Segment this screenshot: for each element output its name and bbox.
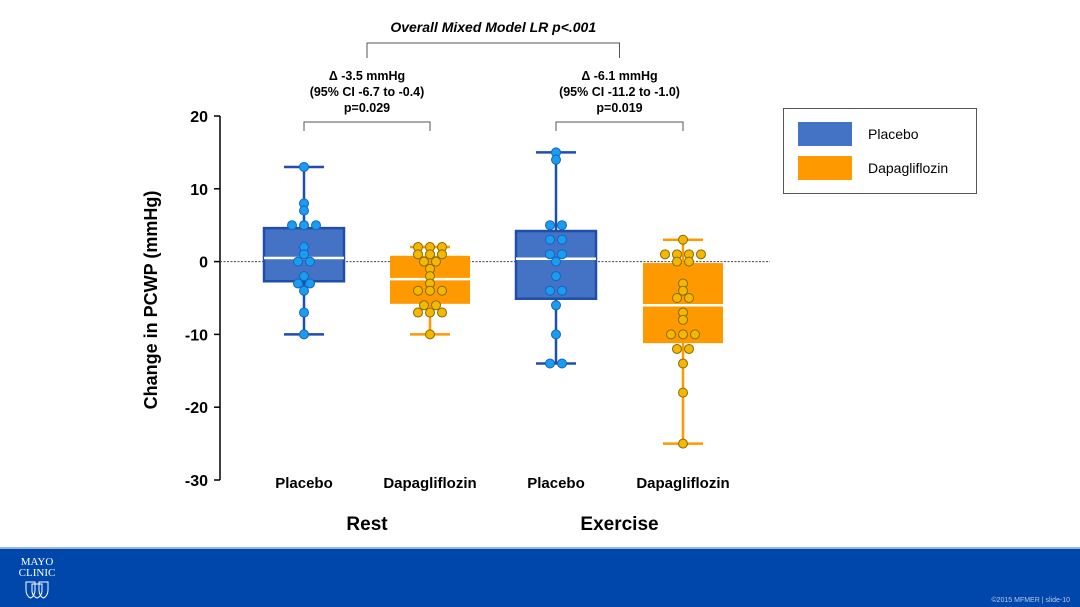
group-label: Dapagliflozin [383, 475, 476, 492]
data-point [678, 285, 688, 296]
data-point [287, 220, 297, 231]
data-point [557, 358, 567, 369]
group-label: Placebo [527, 475, 585, 492]
group-label: Dapagliflozin [636, 475, 729, 492]
group-label: Placebo [275, 475, 333, 492]
data-point [437, 285, 447, 296]
comparison-annotation: Δ -3.5 mmHg [329, 69, 405, 83]
data-point [299, 220, 309, 231]
data-point [551, 300, 561, 311]
data-point [545, 358, 555, 369]
data-point [666, 329, 676, 340]
data-point [678, 358, 688, 369]
data-point [299, 307, 309, 318]
data-point [672, 256, 682, 267]
legend-swatch-dapagliflozin [798, 156, 852, 180]
data-point [425, 329, 435, 340]
logo-line1: MAYO [20, 556, 54, 568]
data-point [551, 154, 561, 165]
box-plot-chart: 20 10 0 -10 -20 -30 Change in PCWP (mmHg) Place… [141, 19, 770, 535]
data-point [545, 234, 555, 245]
data-point [299, 285, 309, 296]
data-point [437, 249, 447, 260]
comparison-annotation: Δ -6.1 mmHg [581, 69, 657, 83]
comparison-bracket [303, 121, 431, 131]
y-tick-label: -10 [185, 327, 208, 344]
y-tick-label: -20 [185, 400, 208, 417]
data-point [293, 256, 303, 267]
legend-item-dapagliflozin: Dapagliflozin [798, 156, 948, 180]
logo-line2: CLINIC [18, 567, 56, 579]
data-point [557, 234, 567, 245]
data-point [413, 307, 423, 318]
data-point [551, 271, 561, 282]
comparison-annotation: p=0.029 [344, 101, 390, 115]
y-axis-label: Change in PCWP (mmHg) [141, 191, 161, 410]
data-point [431, 300, 441, 311]
chart-title: Overall Mixed Model LR p<.001 [390, 19, 596, 35]
y-tick-label: 0 [199, 255, 208, 272]
data-point [299, 249, 309, 260]
legend-label-dapagliflozin: Dapagliflozin [868, 160, 949, 176]
condition-label: Rest [346, 514, 388, 535]
data-point [305, 278, 315, 289]
data-point [690, 329, 700, 340]
data-point [678, 314, 688, 325]
data-point [305, 256, 315, 267]
shields-icon [25, 581, 49, 599]
legend: Placebo Dapagliflozin [783, 108, 977, 194]
data-point [551, 256, 561, 267]
data-point [551, 329, 561, 340]
comparison-annotation: (95% CI -6.7 to -0.4) [310, 85, 425, 99]
data-point [672, 343, 682, 354]
data-point [672, 293, 682, 303]
mayo-clinic-logo: MAYO CLINIC [12, 557, 62, 599]
comparison-annotation: p=0.019 [596, 101, 642, 115]
y-tick-label: -30 [185, 473, 208, 490]
data-point [437, 307, 447, 318]
data-point [311, 220, 321, 231]
data-point [678, 438, 688, 449]
data-point [425, 285, 435, 296]
data-point [419, 300, 429, 311]
data-point [696, 249, 706, 260]
data-point [545, 249, 555, 260]
data-point [678, 387, 688, 398]
data-point [557, 220, 567, 231]
legend-label-placebo: Placebo [868, 126, 919, 142]
y-tick-label: 10 [190, 182, 208, 199]
data-point [660, 249, 670, 260]
data-point [684, 256, 694, 267]
data-point [299, 205, 309, 216]
legend-item-placebo: Placebo [798, 122, 919, 146]
data-point [293, 278, 303, 289]
footer-bar: MAYO CLINIC ©2015 MFMER | slide-10 [0, 547, 1080, 607]
data-point [557, 249, 567, 260]
data-point [425, 307, 435, 318]
data-point [678, 234, 688, 245]
y-tick-label: 20 [190, 109, 208, 126]
slide-number: ©2015 MFMER | slide-10 [991, 597, 1070, 604]
data-point [684, 343, 694, 354]
data-point [678, 329, 688, 340]
data-point [299, 329, 309, 340]
legend-swatch-placebo [798, 122, 852, 146]
data-point [425, 249, 435, 260]
data-point [419, 256, 429, 267]
comparison-bracket [555, 121, 684, 131]
data-point [299, 161, 309, 172]
comparison-annotation: (95% CI -11.2 to -1.0) [559, 85, 680, 99]
data-point [413, 249, 423, 260]
data-point [299, 271, 309, 282]
overall-bracket [366, 42, 620, 58]
data-point [545, 285, 555, 296]
data-point [413, 285, 423, 296]
data-point [545, 220, 555, 231]
data-point [557, 285, 567, 296]
data-point [684, 293, 694, 303]
data-point [431, 256, 441, 267]
condition-label: Exercise [580, 514, 658, 535]
